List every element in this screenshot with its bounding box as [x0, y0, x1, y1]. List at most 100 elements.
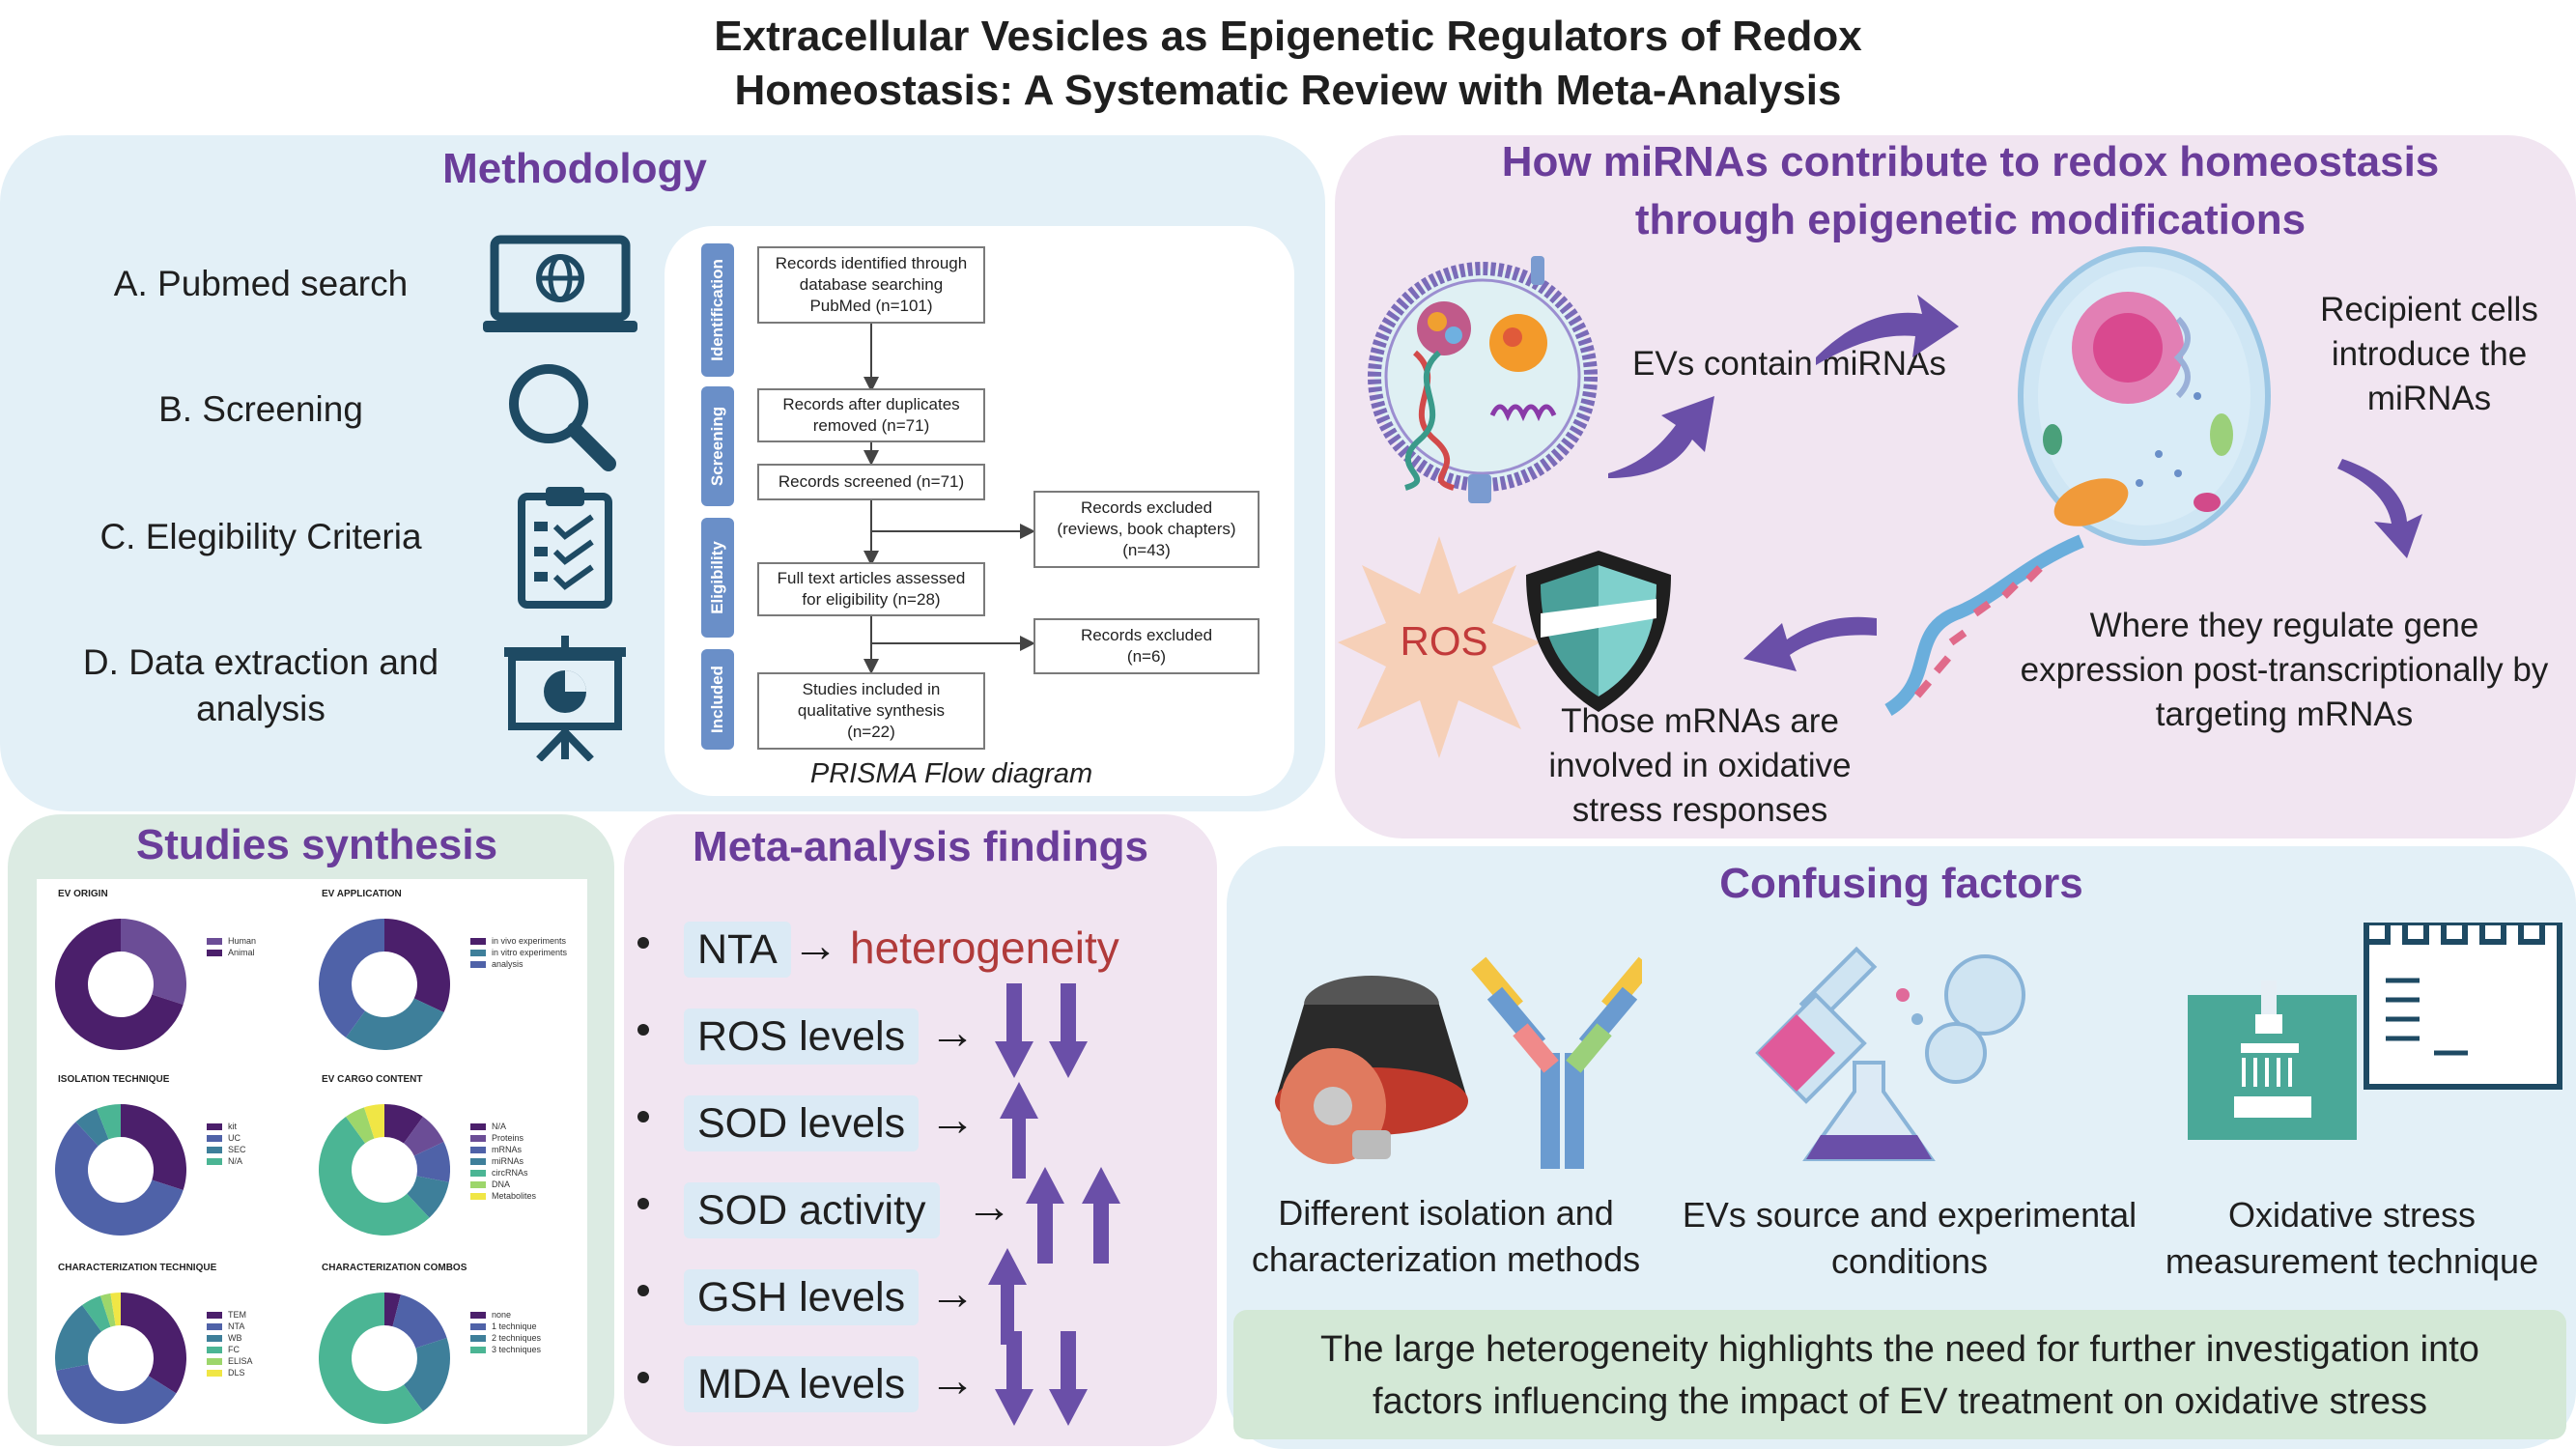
donut-title: EV CARGO CONTENT	[322, 1074, 423, 1085]
main-title-line2: Homeostasis: A Systematic Review with Me…	[734, 67, 1842, 114]
legend-entry: ELISA	[207, 1355, 253, 1367]
donut-slice	[55, 1304, 102, 1371]
legend-swatch	[470, 961, 486, 968]
legend-swatch	[470, 1147, 486, 1153]
legend-swatch	[470, 1193, 486, 1200]
donut-slice	[346, 1107, 375, 1144]
donut-slice	[403, 1337, 450, 1412]
ros-label: ROS	[1400, 618, 1488, 664]
donut-slice	[121, 1104, 186, 1191]
legend-swatch	[470, 950, 486, 956]
conclusion-box: The large heterogeneity highlights the n…	[1233, 1310, 2566, 1439]
donut-slice	[384, 1104, 423, 1144]
legend-entry: Animal	[207, 947, 256, 958]
meta-title: Meta-analysis findings	[693, 823, 1148, 870]
phase-identification: Identification	[701, 243, 734, 377]
donut-title: ISOLATION TECHNIQUE	[58, 1074, 170, 1085]
bullet	[637, 1111, 649, 1122]
legend-swatch	[207, 1347, 222, 1353]
donut-chart	[319, 919, 450, 1050]
legend-entry: none	[470, 1309, 541, 1321]
legend-entry: mRNAs	[470, 1144, 536, 1155]
legend-entry: miRNAs	[470, 1155, 536, 1167]
methodology-title: Methodology	[442, 145, 707, 192]
ros-down-arrows-icon	[995, 983, 1088, 1078]
legend-entry: SEC	[207, 1144, 246, 1155]
flask-icon	[1755, 946, 2025, 1161]
phase-eligibility: Eligibility	[701, 518, 734, 638]
meta-label-sod-levels: SOD levels	[684, 1095, 920, 1151]
clipboard-checklist-icon	[518, 487, 612, 609]
pipette-plate-icon	[2188, 923, 2562, 1140]
donut-slice	[413, 1142, 450, 1182]
legend-entry: NTA	[207, 1321, 253, 1332]
donut-slice	[319, 1293, 423, 1424]
donut-slice	[56, 1364, 177, 1424]
synthesis-title: Studies synthesis	[135, 821, 498, 868]
legend-entry: DNA	[470, 1179, 536, 1190]
legend-entry: kit	[207, 1121, 246, 1132]
meta-label-nta: NTA	[684, 922, 791, 978]
step-extraction-line1: D. Data extraction and	[82, 642, 439, 682]
meta-arrow-sod-activity: →	[966, 1181, 1012, 1233]
donut-slice	[55, 1122, 184, 1236]
donut-slice	[99, 1293, 116, 1327]
meta-label-ros: ROS levels	[684, 1009, 920, 1065]
laptop-globe-icon	[483, 235, 637, 332]
meta-arrow-mda: →	[929, 1355, 976, 1406]
legend-entry: FC	[207, 1344, 253, 1355]
donut-chart	[55, 1293, 186, 1424]
legend-swatch	[470, 1181, 486, 1188]
mrna-strand-icon	[1884, 534, 2084, 716]
legend-entry: Metabolites	[470, 1190, 536, 1202]
main-title-line1: Extracellular Vesicles as Epigenetic Reg…	[714, 13, 1862, 60]
meta-label-gsh: GSH levels	[684, 1269, 920, 1325]
donut-chart	[319, 1293, 450, 1424]
prisma-excluded1-box: Records excluded(reviews, book chapters)…	[1033, 491, 1260, 568]
legend-swatch	[207, 1312, 222, 1319]
legend-swatch	[207, 1147, 222, 1153]
ros-burst-icon	[1338, 536, 1541, 758]
donut-chart	[55, 1104, 186, 1236]
donut-slice	[363, 1104, 384, 1139]
donut-slice	[110, 1293, 121, 1326]
bullet	[637, 937, 649, 949]
magnifier-icon	[509, 364, 616, 471]
step-extraction-line2: analysis	[196, 689, 326, 728]
step-eligibility-label: C. Elegibility Criteria	[99, 517, 422, 556]
presentation-pie-icon	[504, 636, 626, 761]
donut-slice	[403, 1116, 444, 1156]
prisma-connectors	[863, 323, 1035, 674]
legend-swatch	[470, 1135, 486, 1142]
step-screening-label: B. Screening	[158, 389, 363, 429]
legend-swatch	[207, 1158, 222, 1165]
legend-swatch	[470, 1347, 486, 1353]
legend-swatch	[470, 1123, 486, 1130]
legend-swatch	[207, 1323, 222, 1330]
step-pubmed-label: A. Pubmed search	[113, 264, 409, 303]
legend-entry: Human	[207, 935, 256, 947]
donut-slice	[346, 998, 444, 1050]
legend-entry: circRNAs	[470, 1167, 536, 1179]
donut-slice	[319, 1116, 430, 1236]
donut-chart	[319, 1104, 450, 1236]
donut-slice	[319, 919, 384, 1038]
arrow-down-to-regulate-icon	[2337, 459, 2422, 558]
bullet	[637, 1372, 649, 1383]
conclusion-line2: factors influencing the impact of EV tre…	[1373, 1381, 2427, 1422]
donut-slice	[384, 919, 450, 1012]
legend-entry: TEM	[207, 1309, 253, 1321]
legend-swatch	[470, 1335, 486, 1342]
bullet	[637, 1285, 649, 1296]
extracellular-vesicle-icon	[1368, 256, 1598, 503]
legend-entry: N/A	[207, 1155, 246, 1167]
donut-slice	[82, 1295, 111, 1332]
legend-entry: analysis	[470, 958, 567, 970]
